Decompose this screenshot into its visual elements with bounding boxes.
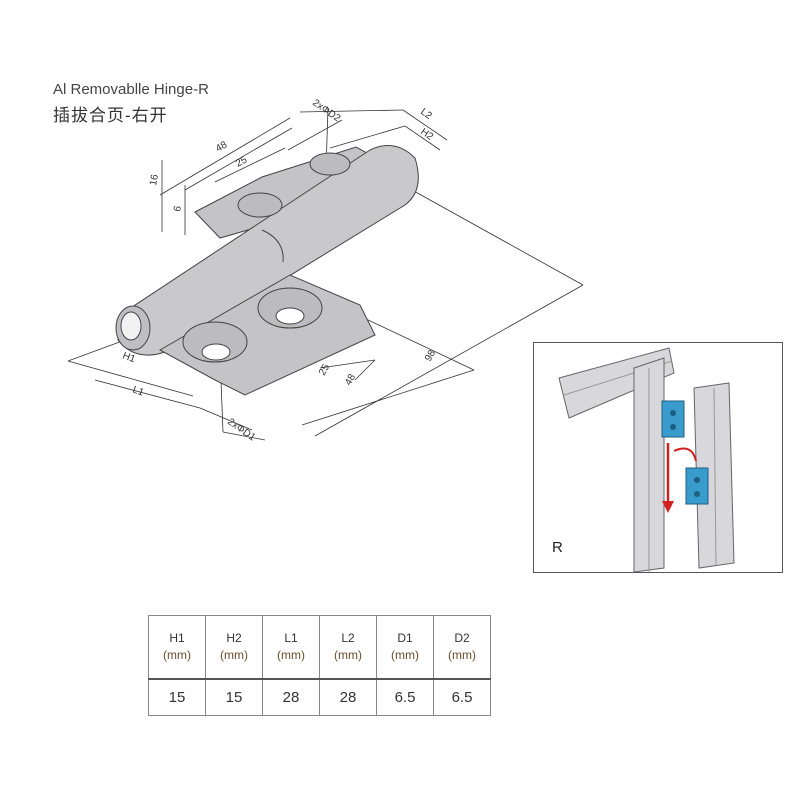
dim-d1: 2xΦD1 bbox=[225, 416, 257, 443]
dim-h2: H2 bbox=[418, 126, 435, 143]
value-d2: 6.5 bbox=[433, 678, 491, 716]
installation-inset: R bbox=[533, 342, 783, 573]
dim-top-hole-spacing: 25 bbox=[234, 154, 250, 169]
dim-l2: L2 bbox=[418, 106, 434, 122]
hinge-technical-drawing: 48 25 16 6 2xΦD2 L2 H2 H1 L1 2xΦD1 25 48… bbox=[67, 97, 584, 444]
dim-bottom-length: 48 bbox=[343, 372, 358, 388]
dim-height-plate: 6 bbox=[172, 205, 184, 213]
header-h1: H1(mm) bbox=[148, 615, 206, 680]
value-d1: 6.5 bbox=[376, 678, 434, 716]
dim-h1: H1 bbox=[121, 350, 137, 365]
product-title: Al Removablle Hinge-R bbox=[53, 81, 209, 98]
inset-label: R bbox=[552, 539, 563, 556]
dim-bottom-hole-spacing: 25 bbox=[317, 362, 332, 378]
header-d2: D2(mm) bbox=[433, 615, 491, 680]
spec-table: H1(mm) H2(mm) L1(mm) L2(mm) D1(mm) D2(mm… bbox=[148, 615, 491, 716]
dim-top-length: 48 bbox=[214, 139, 230, 154]
value-l1: 28 bbox=[262, 678, 320, 716]
value-h1: 15 bbox=[148, 678, 206, 716]
dim-l1: L1 bbox=[131, 384, 146, 398]
header-l2: L2(mm) bbox=[319, 615, 377, 680]
product-title-cn: 插拔合页-右开 bbox=[53, 106, 168, 125]
table-header-row: H1(mm) H2(mm) L1(mm) L2(mm) D1(mm) D2(mm… bbox=[148, 615, 491, 680]
installation-illustration bbox=[558, 347, 735, 572]
header-h2: H2(mm) bbox=[205, 615, 263, 680]
table-row: 15 15 28 28 6.5 6.5 bbox=[148, 678, 491, 716]
dim-overall-length: 98 bbox=[423, 348, 438, 364]
value-h2: 15 bbox=[205, 678, 263, 716]
value-l2: 28 bbox=[319, 678, 377, 716]
header-d1: D1(mm) bbox=[376, 615, 434, 680]
dim-height-total: 16 bbox=[148, 173, 161, 186]
hinge-body bbox=[115, 145, 419, 396]
dimension-lines bbox=[67, 107, 584, 441]
header-l1: L1(mm) bbox=[262, 615, 320, 680]
